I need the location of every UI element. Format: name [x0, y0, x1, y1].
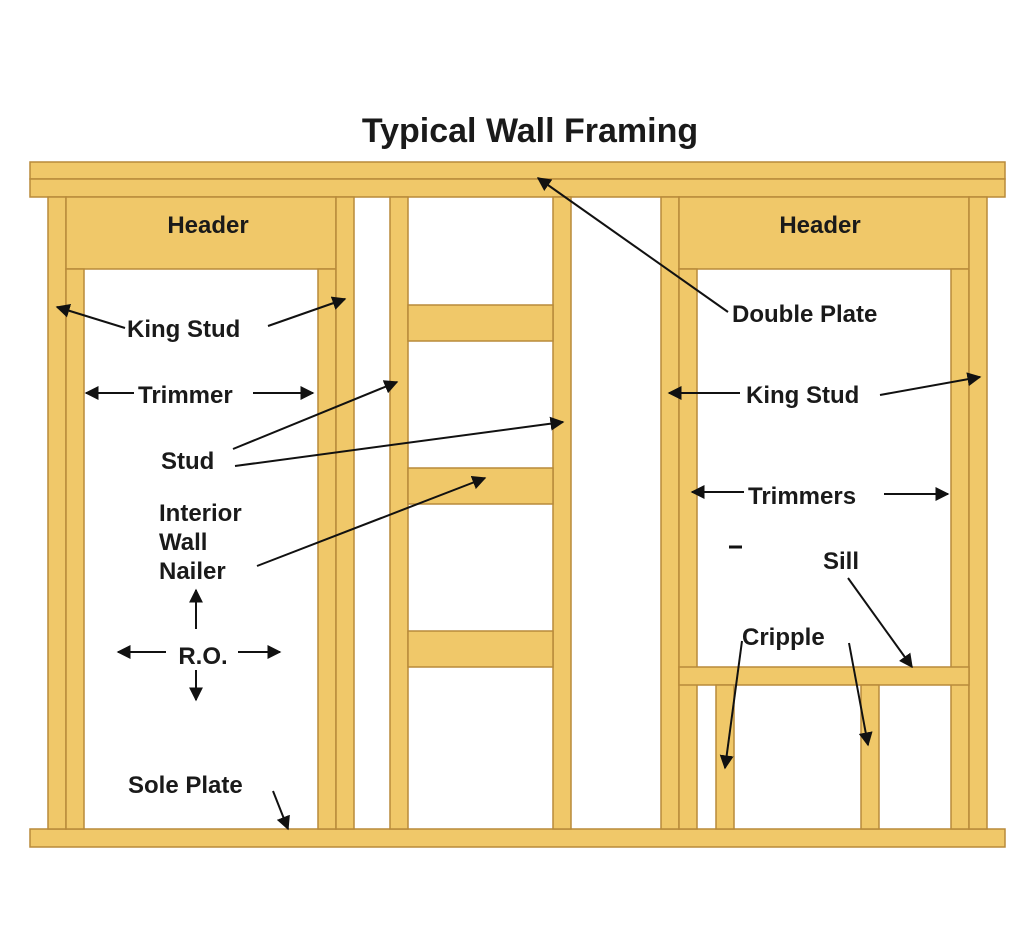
- lumber-members: [29, 161, 1006, 848]
- double-plate-label: Double Plate: [732, 301, 877, 328]
- stud-middle-right: [552, 196, 572, 830]
- king-stud-right-label: King Stud: [746, 382, 859, 409]
- cripple-label: Cripple: [742, 624, 825, 651]
- arrow-king-stud-left-b: [267, 296, 347, 327]
- header-right-block: [678, 196, 970, 270]
- trimmer-left-a: [65, 268, 85, 830]
- interior-label-line1: Interior: [159, 500, 242, 527]
- cripple-left: [715, 684, 735, 830]
- arrow-stud-a: [232, 380, 399, 450]
- sill-label: Sill: [823, 548, 859, 575]
- arrow-double-plate: [536, 177, 729, 313]
- arrow-king-stud-left-a: [55, 304, 126, 329]
- arrow-nailer: [256, 476, 487, 567]
- arrow-cripple-right: [848, 642, 873, 747]
- sole-plate: [29, 828, 1006, 848]
- nailer-3: [407, 630, 554, 668]
- king-stud-left-inner: [335, 196, 355, 830]
- ro-label: R.O.: [178, 643, 227, 670]
- trimmer-label: Trimmer: [138, 382, 233, 409]
- header-right-label: Header: [779, 212, 860, 239]
- interior-label-line2: Wall: [159, 529, 207, 556]
- king-stud-left-outer: [47, 196, 67, 830]
- sole-plate-label: Sole Plate: [128, 772, 243, 799]
- header-left-label: Header: [167, 212, 248, 239]
- arrow-sill: [847, 577, 913, 669]
- stud-label: Stud: [161, 448, 214, 475]
- trimmer-right-b: [950, 268, 970, 830]
- trimmer-right-a: [678, 268, 698, 830]
- trimmers-label: Trimmers: [748, 483, 856, 510]
- header-left-block: [65, 196, 337, 270]
- arrow-stud-b: [234, 416, 565, 467]
- trimmer-left-b: [317, 268, 337, 830]
- king-stud-left-label: King Stud: [127, 316, 240, 343]
- king-stud-right-inner: [968, 196, 988, 830]
- top-plate-upper: [29, 161, 1006, 180]
- leader-arrows: [55, 177, 982, 831]
- nailer-1: [407, 304, 554, 342]
- arrow-cripple-left: [719, 640, 743, 770]
- top-plate-lower: [29, 178, 1006, 198]
- king-stud-right-outer: [660, 196, 680, 830]
- diagram-title: Typical Wall Framing: [362, 112, 698, 150]
- cripple-right: [860, 684, 880, 830]
- arrow-king-stud-right-b: [879, 372, 982, 396]
- stud-middle-left: [389, 196, 409, 830]
- arrow-sole-plate: [272, 790, 290, 831]
- sill: [678, 666, 970, 686]
- interior-label-line3: Nailer: [159, 558, 226, 585]
